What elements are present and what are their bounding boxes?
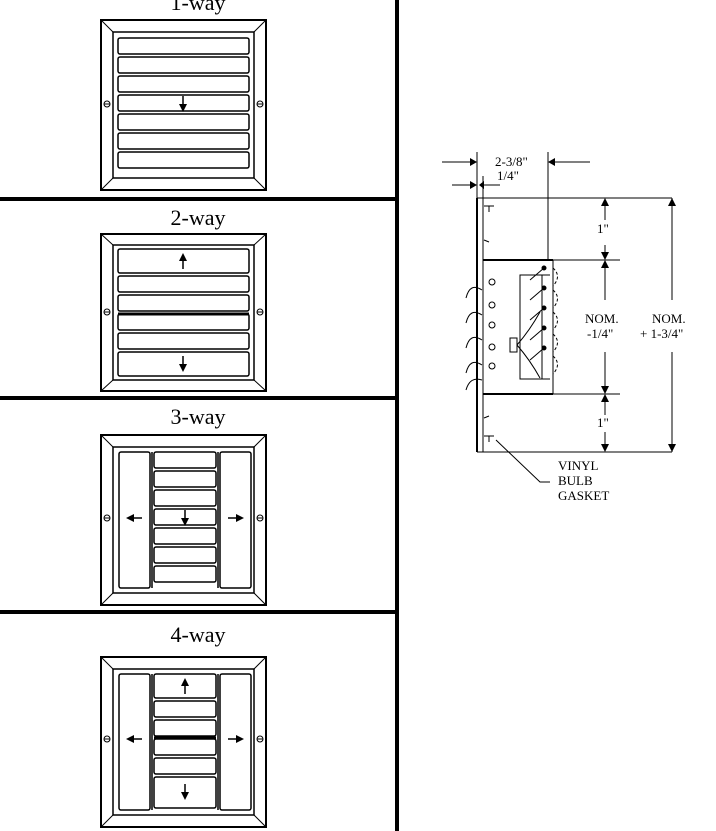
panel-3-way: 3-way — [0, 400, 396, 610]
panel-divider — [0, 396, 399, 400]
arrow-down-icon — [181, 510, 189, 526]
arrow-left-icon — [126, 514, 142, 522]
arrow-down-icon — [179, 96, 187, 112]
screw-left-icon — [103, 100, 111, 108]
panel-1-way: 1-way — [0, 0, 396, 197]
register-panels: 1-way 2 — [0, 0, 399, 831]
side-blade-left — [118, 673, 151, 811]
dim-label-nom-plus-2: + 1-3/4" — [640, 326, 683, 341]
screw-left-icon — [103, 514, 111, 522]
screw-right-icon — [256, 308, 264, 316]
side-blade-left — [118, 451, 151, 589]
column-divider — [395, 0, 399, 831]
louver-pivots — [529, 265, 558, 375]
register-4-way-diagram — [100, 656, 267, 828]
panel-title-3-way: 3-way — [170, 404, 226, 429]
louver-blades — [153, 451, 217, 583]
arrow-right-icon — [228, 514, 244, 522]
screw-left-icon — [103, 308, 111, 316]
panel-title-4-way: 4-way — [170, 622, 226, 647]
dim-label-bottom-margin: 1" — [597, 415, 609, 430]
panel-divider — [0, 197, 399, 201]
section-detail-diagram: 2-3/8" 1/4" 1" NOM. -1/4" NOM. + 1-3/4" … — [442, 152, 686, 503]
dim-label-nom-minus-2: -1/4" — [587, 326, 613, 341]
arrow-left-icon — [126, 735, 142, 743]
dim-label-nom-plus-1: NOM. — [652, 311, 686, 326]
louver-blades — [117, 37, 250, 169]
dim-label-nom-minus-1: NOM. — [585, 311, 619, 326]
louver-blades — [117, 248, 250, 377]
dim-label-flange: 1/4" — [497, 168, 519, 183]
panel-title-1-way: 1-way — [170, 0, 226, 15]
gasket-leader — [495, 439, 550, 483]
screw-right-icon — [256, 514, 264, 522]
screw-left-icon — [103, 735, 111, 743]
blade-curves — [465, 278, 496, 391]
panel-divider — [0, 610, 399, 614]
panel-title-2-way: 2-way — [170, 205, 226, 230]
dim-label-overall-width: 2-3/8" — [495, 154, 528, 169]
arrow-right-icon — [228, 735, 244, 743]
side-blade-right — [219, 451, 252, 589]
arrow-up-icon — [181, 678, 189, 694]
dim-label-top-margin: 1" — [597, 221, 609, 236]
register-3-way-diagram — [100, 434, 267, 606]
panel-4-way: 4-way — [0, 614, 396, 831]
panel-2-way: 2-way — [0, 201, 396, 396]
gasket-label-line1: VINYL — [558, 458, 598, 473]
register-1-way-diagram — [100, 19, 267, 191]
register-2-way-diagram — [100, 233, 267, 392]
arrow-down-icon — [179, 356, 187, 372]
side-blade-right — [219, 673, 252, 811]
screw-right-icon — [256, 735, 264, 743]
screw-right-icon — [256, 100, 264, 108]
gasket-label-line3: GASKET — [558, 488, 609, 503]
arrow-up-icon — [179, 253, 187, 269]
arrow-down-icon — [181, 784, 189, 800]
gasket-label-line2: BULB — [558, 473, 593, 488]
